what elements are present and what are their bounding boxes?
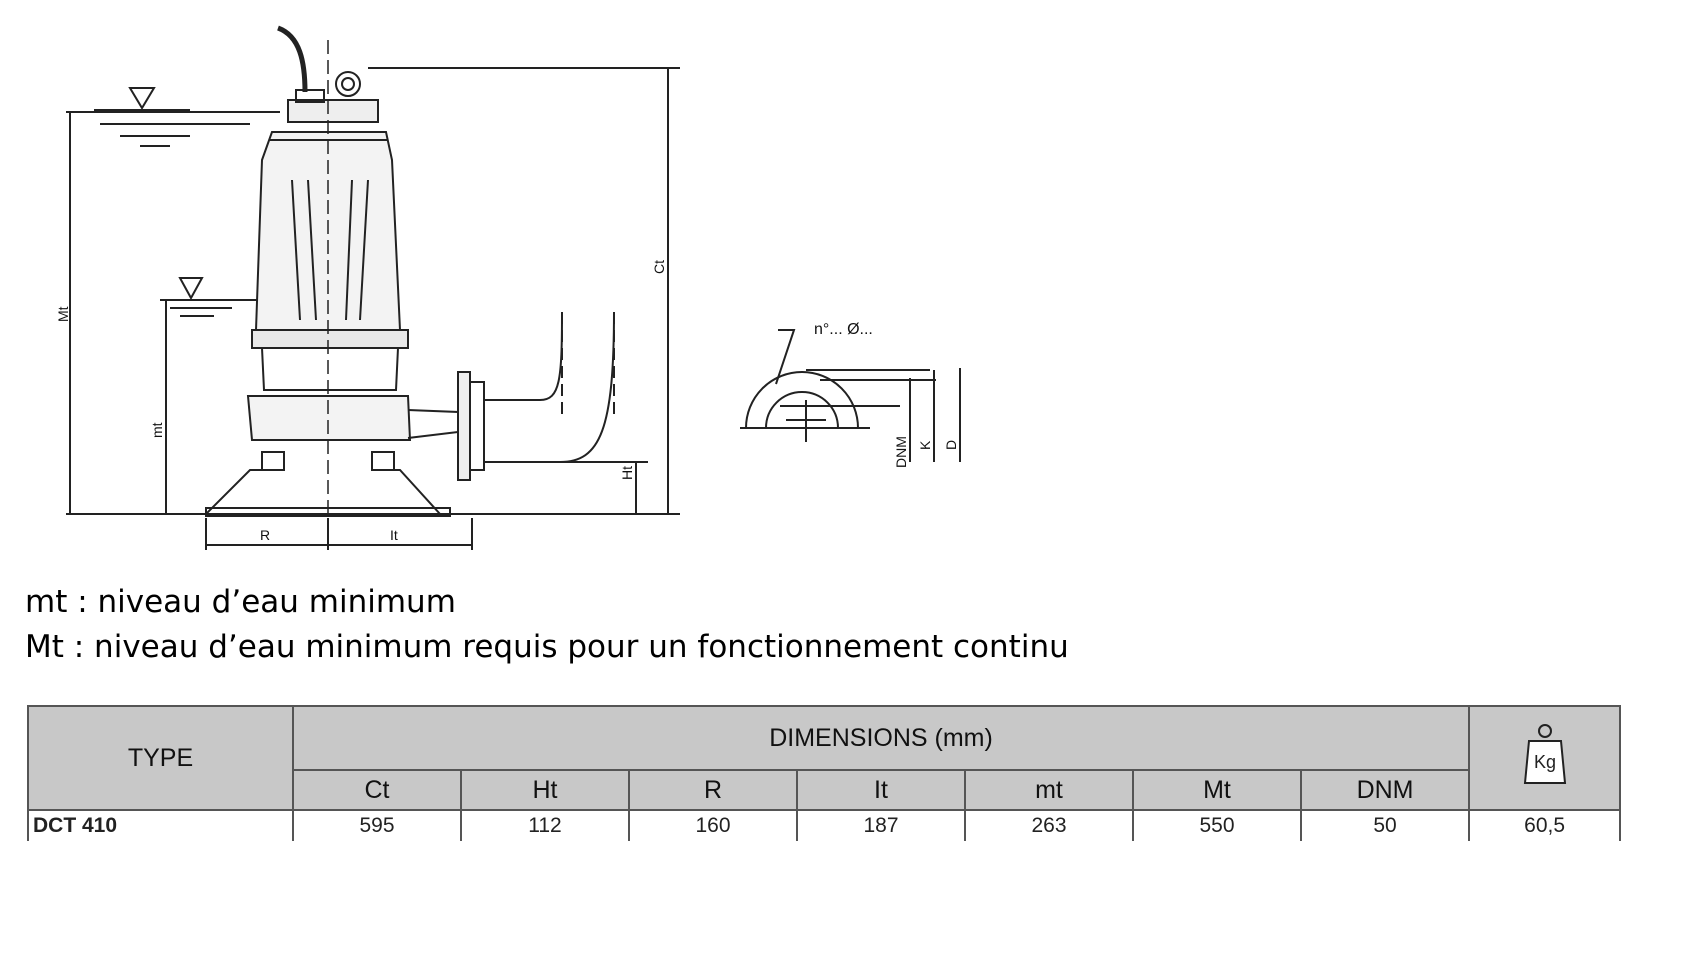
legend-mt: mt : niveau d’eau minimum — [25, 584, 456, 620]
dnm-label: DNM — [893, 436, 909, 468]
d-label: D — [943, 440, 959, 450]
water-level-symbol-low — [160, 277, 266, 317]
col-header-r: R — [628, 769, 798, 811]
cell-type: DCT 410 — [27, 809, 294, 841]
flange-note: n°... Ø... — [814, 321, 873, 338]
cell-ct: 595 — [292, 809, 462, 841]
water-level-symbol-high — [66, 87, 280, 147]
weight-kg-icon: Kg — [1523, 723, 1566, 784]
weight-kg-label: Kg — [1534, 752, 1556, 772]
cell-weight: 60,5 — [1468, 809, 1622, 841]
col-header-mt: mt — [964, 769, 1134, 811]
cell-r: 160 — [628, 809, 798, 841]
cell-Mt: 550 — [1132, 809, 1302, 841]
it-label: It — [390, 527, 398, 543]
col-header-ct: Ct — [292, 769, 462, 811]
cell-ht: 112 — [460, 809, 630, 841]
cell-mt: 263 — [964, 809, 1134, 841]
col-header-dnm: DNM — [1299, 769, 1471, 811]
col-header-ht: Ht — [460, 769, 630, 811]
mt-label-mt: mt — [149, 422, 165, 438]
ct-label: Ct — [651, 260, 667, 274]
k-label: K — [917, 440, 933, 450]
table-row: DCT 410 595 112 160 187 263 550 50 60,5 — [27, 809, 1622, 841]
weight-header: Kg — [1468, 705, 1622, 811]
dimensions-header: DIMENSIONS (mm) — [291, 705, 1471, 771]
cell-dnm: 50 — [1299, 809, 1471, 841]
type-header: TYPE — [27, 705, 294, 811]
dimensions-table: TYPE DIMENSIONS (mm) Kg Ct Ht R It mt Mt… — [27, 705, 1622, 841]
cell-it: 187 — [796, 809, 966, 841]
flange-detail — [740, 329, 961, 462]
col-header-it: It — [796, 769, 966, 811]
col-header-Mt: Mt — [1132, 769, 1302, 811]
r-label: R — [260, 527, 270, 543]
mt-label-Mt: Mt — [55, 306, 71, 322]
pump-dimension-drawing: Mt mt Ct Ht R It n°... Ø... DNM K D — [55, 25, 961, 550]
ht-label: Ht — [619, 466, 635, 480]
legend-Mt: Mt : niveau d’eau minimum requis pour un… — [25, 629, 1069, 665]
